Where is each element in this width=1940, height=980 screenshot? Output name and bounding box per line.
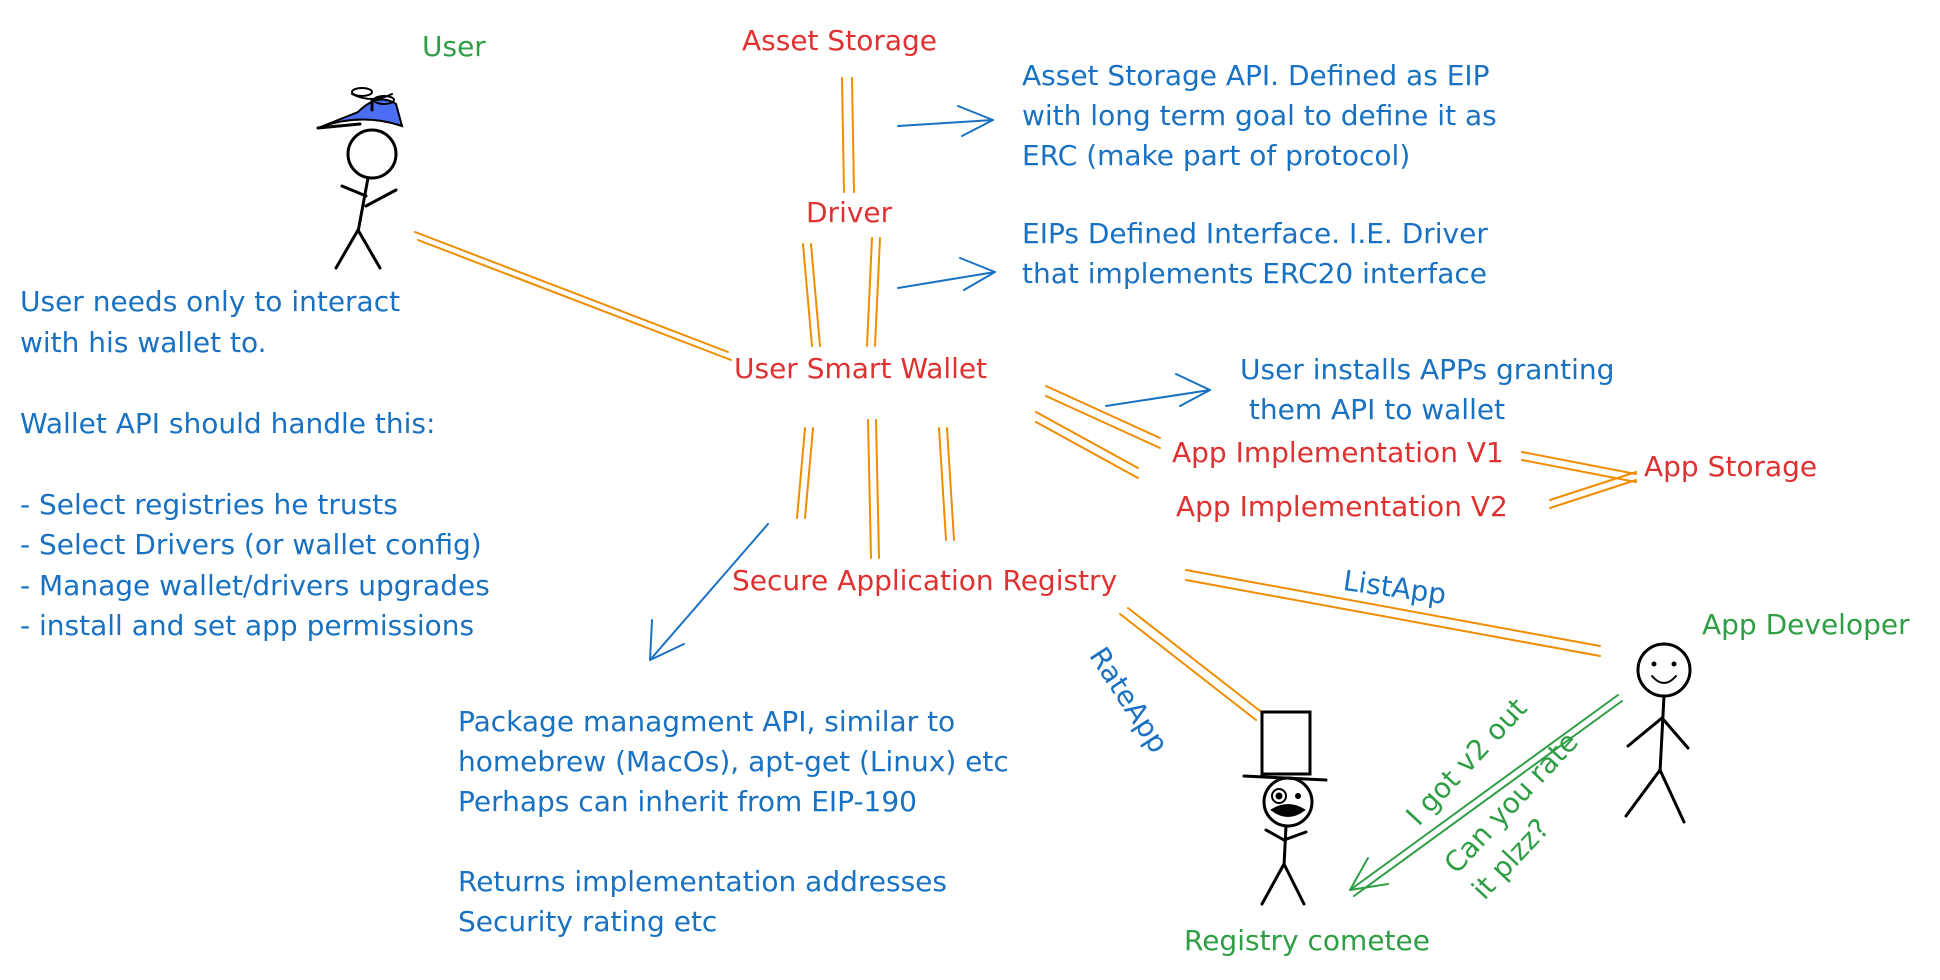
- node-driver: Driver: [806, 196, 893, 229]
- connector-impl-v2-app-storage: [1549, 471, 1637, 509]
- note-user-installs-apps: User installs APPs granting them API to …: [1240, 353, 1615, 426]
- arrow-developer-to-committee: [1349, 694, 1623, 897]
- arrow-to-user-installs: [1105, 373, 1211, 407]
- note-user-needs: User needs only to interact with his wal…: [20, 285, 490, 642]
- node-app-implementation-v1: App Implementation V1: [1172, 436, 1504, 469]
- connector-registry-committee: [1119, 607, 1265, 721]
- connector-wallet-impl-v2: [1035, 411, 1139, 479]
- node-app-implementation-v2: App Implementation V2: [1176, 490, 1508, 523]
- user-stick-figure-icon: [316, 87, 404, 270]
- note-eips-interface: EIPs Defined Interface. I.E. Driver that…: [1022, 217, 1488, 290]
- connector-user-wallet: [414, 231, 732, 361]
- node-secure-application-registry: Secure Application Registry: [732, 564, 1118, 597]
- connector-wallet-impl-v1: [1045, 385, 1161, 449]
- arrow-to-asset-storage-api: [897, 105, 994, 137]
- connector-asset-storage-driver: [841, 77, 855, 193]
- connector-registry-developer: [1185, 569, 1601, 657]
- label-app-developer: App Developer: [1702, 608, 1910, 641]
- connector-driver-wallet: [802, 237, 881, 347]
- note-package-management: Package managment API, similar to homebr…: [458, 705, 1009, 938]
- note-asset-storage-api: Asset Storage API. Defined as EIP with l…: [1022, 59, 1497, 172]
- arrow-to-package-mgmt: [649, 523, 769, 661]
- arrow-to-eips-interface: [897, 257, 996, 291]
- label-user: User: [422, 30, 486, 63]
- node-user-smart-wallet: User Smart Wallet: [734, 352, 988, 385]
- connector-wallet-registry: [796, 419, 955, 559]
- node-app-storage: App Storage: [1644, 450, 1818, 483]
- registry-committee-stick-figure-icon: [1242, 710, 1328, 906]
- node-asset-storage: Asset Storage: [742, 24, 937, 57]
- label-registry-committee: Registry cometee: [1184, 924, 1430, 957]
- app-developer-stick-figure-icon: [1624, 642, 1692, 824]
